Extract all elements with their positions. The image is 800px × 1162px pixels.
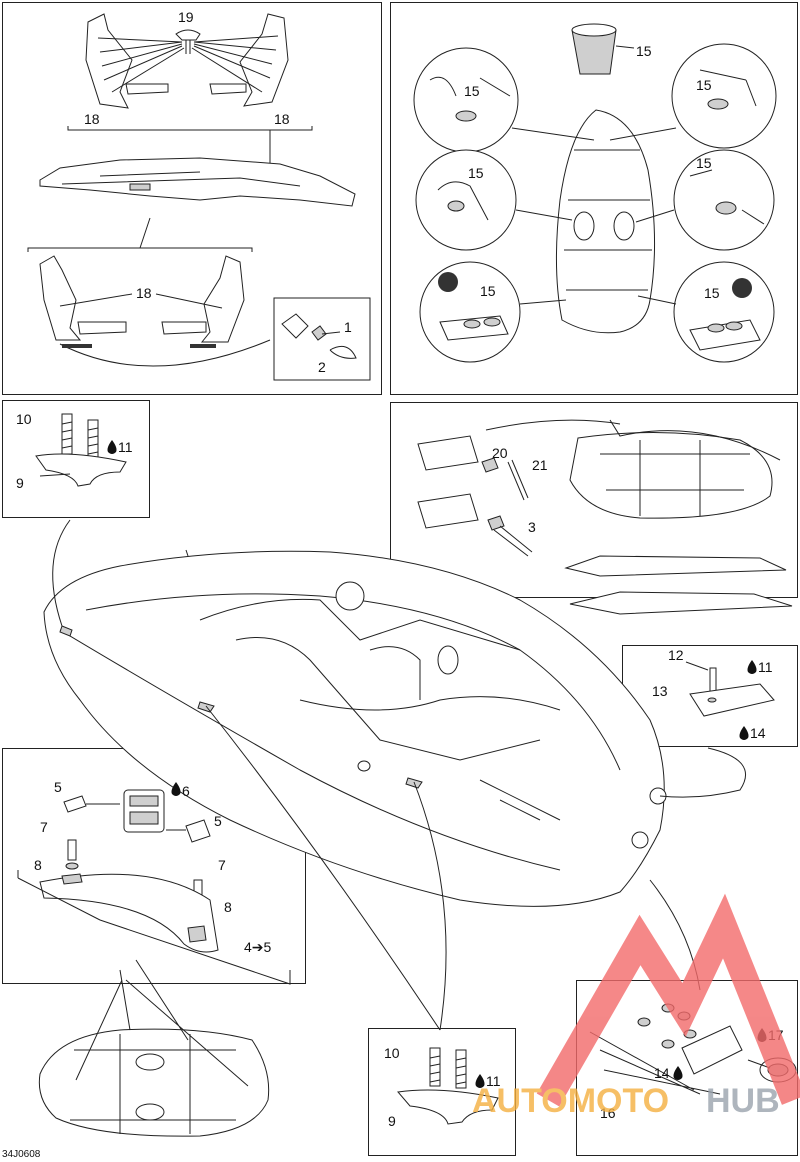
- callout-19: 19: [178, 9, 194, 25]
- callout-11: 11: [758, 659, 773, 675]
- callout-10: 10: [16, 411, 32, 427]
- callout-21: 21: [532, 457, 548, 473]
- callout-15: 15: [704, 285, 720, 301]
- watermark-logo: AUTOMOTO HUB: [472, 893, 800, 1120]
- callout-15: 15: [480, 283, 496, 299]
- watermark-word-b: HUB: [706, 1082, 780, 1120]
- callout-9: 9: [388, 1113, 396, 1129]
- reference-code: 34J0608: [2, 1149, 41, 1160]
- callout-10: 10: [384, 1045, 400, 1061]
- callout-1: 1: [344, 319, 352, 335]
- drop-icon: [673, 1066, 683, 1080]
- callout-14: 14: [654, 1065, 670, 1081]
- callout-11: 11: [118, 439, 133, 455]
- callout-18: 18: [274, 111, 290, 127]
- drop-icon: [747, 660, 757, 674]
- callout-15: 15: [468, 165, 484, 181]
- watermark-word-a: AUTOMOTO: [472, 1082, 669, 1120]
- upholstery-frames-illustration: [27, 13, 371, 381]
- side-cleat-illustration: [397, 1047, 499, 1125]
- callout-12: 12: [668, 647, 684, 663]
- drop-icon: [475, 1074, 485, 1088]
- callout-14: 14: [750, 725, 766, 741]
- callout-5: 5: [54, 779, 62, 795]
- drop-icon: [739, 726, 749, 740]
- drop-icon: [107, 440, 117, 454]
- callout-16: 16: [600, 1105, 616, 1121]
- callout-7: 7: [218, 857, 226, 873]
- callout-15: 15: [696, 155, 712, 171]
- bow-cleat-illustration: [35, 413, 127, 487]
- callout-8: 8: [34, 857, 42, 873]
- callout-9: 9: [16, 475, 24, 491]
- boat-main-illustration: [43, 519, 746, 1031]
- callout-15: 15: [696, 77, 712, 93]
- callout-5: 5: [214, 813, 222, 829]
- callout-18: 18: [84, 111, 100, 127]
- cup-holders-illustration: [413, 23, 777, 363]
- wiring-ties-illustration: [417, 419, 793, 615]
- callout-3: 3: [528, 519, 536, 535]
- callout-7: 7: [40, 819, 48, 835]
- callout-8: 8: [224, 899, 232, 915]
- callout-15: 15: [464, 83, 480, 99]
- stern-cleat-illustration: [685, 661, 775, 717]
- grab-handle-illustration: [17, 789, 291, 1137]
- callout-13: 13: [652, 683, 668, 699]
- callout-18: 18: [136, 285, 152, 301]
- callout-4-to-5: 4➔5: [244, 939, 272, 955]
- callout-20: 20: [492, 445, 508, 461]
- callout-2: 2: [318, 359, 326, 375]
- drop-icon: [171, 782, 181, 796]
- callout-6: 6: [182, 783, 190, 799]
- callout-11: 11: [486, 1073, 501, 1089]
- callout-15: 15: [636, 43, 652, 59]
